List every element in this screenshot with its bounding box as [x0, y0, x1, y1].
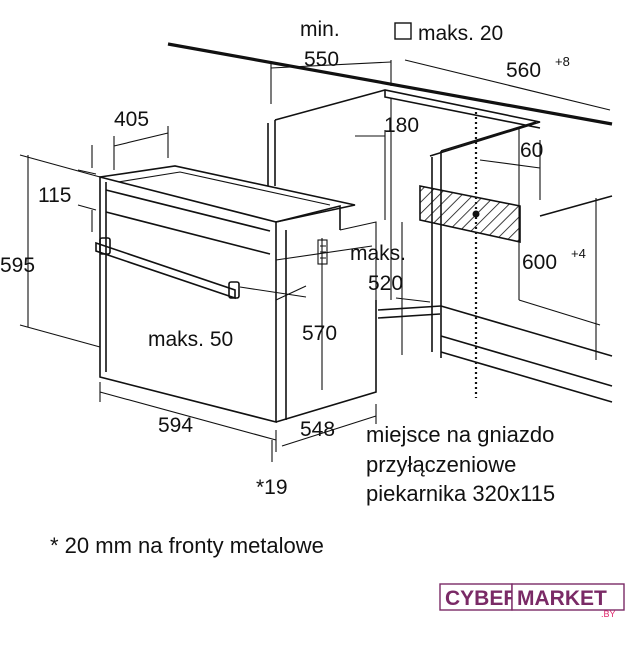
socket-note: miejsce na gniazdo przyłączeniowe piekar…	[366, 422, 555, 506]
label-180: 180	[384, 114, 419, 137]
label-594: 594	[158, 414, 193, 437]
footnote: * 20 mm na fronty metalowe	[50, 533, 324, 558]
label-600: 600	[522, 251, 557, 274]
checkbox-icon	[394, 22, 412, 40]
dimension-labels: min. maks. 20 550 560 +8 405 180 60 115 …	[0, 18, 586, 499]
cabinet-niche	[167, 42, 613, 403]
label-60: 60	[520, 139, 543, 162]
logo-part1: CYBER	[445, 587, 519, 610]
label-405: 405	[114, 108, 149, 131]
logo-suffix: .BY	[601, 609, 616, 619]
label-115: 115	[38, 184, 71, 207]
label-560: 560	[506, 59, 541, 82]
socket-note-line2: przyłączeniowe	[366, 452, 516, 477]
label-min: min.	[300, 18, 340, 41]
label-550: 550	[304, 48, 339, 71]
label-560-sup: +8	[555, 54, 570, 69]
label-maks-top: maks.	[350, 242, 406, 265]
logo-part2: MARKET	[517, 587, 607, 610]
label-star19: *19	[256, 476, 288, 499]
label-maks20: maks. 20	[418, 22, 503, 45]
socket-area	[419, 185, 521, 243]
socket-note-line3: piekarnika 320x115	[366, 481, 555, 506]
label-595: 595	[0, 254, 35, 277]
label-maks50: maks. 50	[148, 328, 233, 351]
dimension-lines	[19, 59, 611, 462]
label-520: 520	[368, 272, 403, 295]
label-600-sup: +4	[571, 246, 586, 261]
socket-note-line1: miejsce na gniazdo	[366, 422, 554, 447]
cybermarket-logo: CYBER MARKET .BY	[439, 583, 625, 619]
oven	[95, 165, 377, 424]
label-548: 548	[300, 418, 335, 441]
label-570: 570	[302, 322, 337, 345]
